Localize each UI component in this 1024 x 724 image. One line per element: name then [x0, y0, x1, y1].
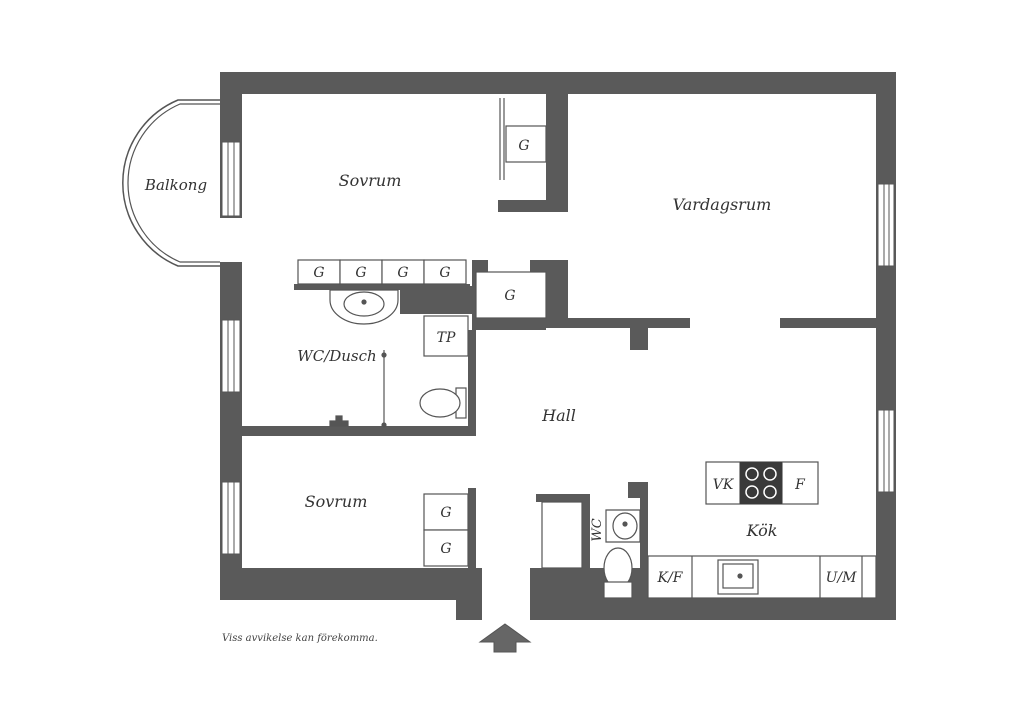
windows — [221, 141, 895, 555]
room-label-hall: Hall — [541, 406, 576, 425]
wardrobe-label: G — [440, 541, 451, 557]
stove-label: VK — [713, 477, 735, 493]
dryer-label: TP — [437, 330, 456, 346]
toilet-icon — [419, 387, 467, 419]
wardrobe-label: G — [313, 265, 324, 281]
tap-icon — [329, 415, 349, 427]
wardrobe-label: G — [439, 265, 450, 281]
wardrobe-label: G — [518, 138, 529, 154]
up-arrow-icon — [478, 623, 532, 653]
balcony — [122, 99, 220, 267]
hall-cabinet — [541, 501, 583, 569]
room-label-wc: WC — [590, 518, 605, 541]
dryer-box — [423, 315, 469, 357]
room-label-bathroom: WC/Dusch — [297, 347, 376, 365]
balcony-door — [220, 218, 242, 262]
room-label-bedroom-top: Sovrum — [339, 171, 402, 190]
wc-fixtures — [541, 501, 641, 599]
stove-icon — [740, 462, 782, 504]
kitchen-fixtures — [647, 461, 877, 599]
wardrobe-label: G — [440, 505, 451, 521]
dishwasher-label: U/M — [826, 570, 858, 586]
kitchen-sink-icon — [717, 559, 759, 595]
wardrobe-label: G — [355, 265, 366, 281]
sliding-doors — [499, 98, 505, 180]
wardrobe-label: G — [504, 288, 515, 304]
sink-icon — [329, 289, 399, 325]
bathroom-fixtures — [329, 289, 469, 428]
room-label-living-room: Vardagsrum — [673, 195, 772, 214]
wardrobes — [297, 125, 547, 567]
sink-icon — [605, 509, 641, 543]
room-label-balcony: Balkong — [144, 176, 207, 194]
toilet-icon — [603, 547, 633, 599]
freezer-label: K/F — [657, 570, 684, 586]
room-label-bedroom-bottom: Sovrum — [305, 492, 368, 511]
fridge-label: F — [794, 477, 806, 493]
wardrobe-label: G — [397, 265, 408, 281]
room-label-kitchen: Kök — [746, 521, 778, 540]
disclaimer-text: Viss avvikelse kan förekomma. — [222, 633, 378, 644]
